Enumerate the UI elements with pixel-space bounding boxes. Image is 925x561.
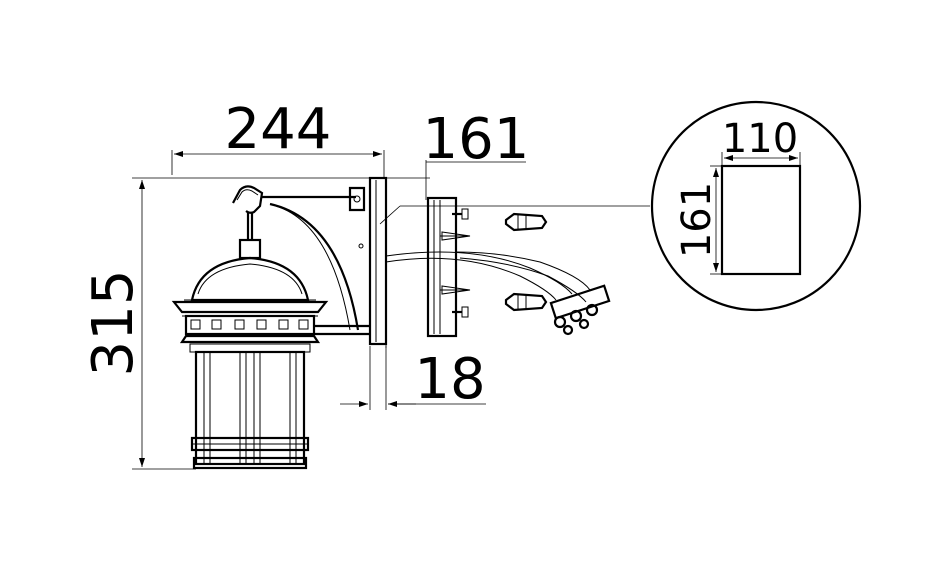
dimension-height: 315 — [81, 177, 370, 470]
dimension-width-label: 244 — [225, 97, 332, 162]
detail-view: 110 161 — [650, 100, 862, 312]
wall-plate — [368, 176, 388, 348]
dimension-projection: 161 — [386, 107, 529, 200]
wires-terminal-block — [385, 251, 611, 336]
dimension-height-label: 315 — [81, 270, 146, 377]
vent-squares — [190, 319, 309, 330]
mounting-screws — [440, 208, 471, 318]
detail-width-label: 110 — [722, 116, 798, 162]
dimension-plate-thickness: 18 — [340, 346, 486, 412]
detail-height-label: 161 — [674, 182, 720, 258]
dimension-plate-thickness-label: 18 — [414, 347, 485, 412]
wall-arm — [262, 186, 370, 336]
dimension-width: 244 — [171, 97, 385, 178]
mounting-bracket — [379, 196, 650, 338]
lantern — [171, 185, 329, 470]
wall-anchors — [504, 212, 548, 312]
dimension-projection-label: 161 — [423, 107, 530, 172]
